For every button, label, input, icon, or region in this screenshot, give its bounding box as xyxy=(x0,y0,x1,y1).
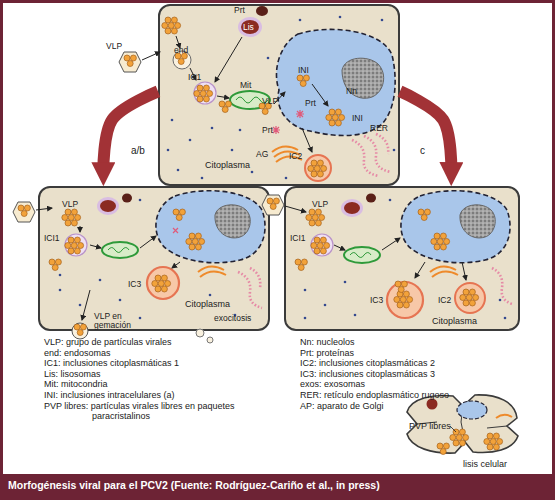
legend-text: AP: aparato de Golgi xyxy=(300,401,384,411)
incoming-vlp xyxy=(119,52,160,72)
legend-text: Mit: mitocondria xyxy=(44,379,108,389)
part-label: IC2 xyxy=(289,152,302,161)
legend-entry: Mit: mitocondria xyxy=(44,379,262,390)
part-label: ICI1 xyxy=(290,234,306,243)
legend-text: exos: exosomas xyxy=(300,379,365,389)
part-label: INI xyxy=(298,66,309,75)
legend-text: PVP libres: partículas virales libres en… xyxy=(44,401,234,422)
part-label: Prt xyxy=(262,126,273,135)
part-label: end xyxy=(174,46,188,55)
part-label: VLP xyxy=(312,200,328,209)
part-label: IC2 xyxy=(438,296,451,305)
legend-entry: AP: aparato de Golgi xyxy=(300,401,518,412)
legend-text: Prt: proteínas xyxy=(300,348,354,358)
part-label: Prt xyxy=(305,99,316,108)
node-label: Citoplasma xyxy=(185,300,230,309)
legend-entry: IC1: inclusiones citoplasmáticas 1 xyxy=(44,358,262,369)
part-label: INI xyxy=(352,114,363,123)
exosomes xyxy=(196,329,213,343)
legend-entry: Prt: proteínas xyxy=(300,348,518,359)
lysed-cell-outline xyxy=(407,395,518,453)
legend-entry: IC2: inclusiones citoplasmáticas 2 xyxy=(300,358,518,369)
incoming-vlp xyxy=(124,55,136,67)
legend-entry: IC3: inclusiones citoplasmáticas 3 xyxy=(300,369,518,380)
legend-entry: Lis: lisosomas xyxy=(44,369,262,380)
node-label: Citoplasma xyxy=(205,161,250,170)
part-label: RER xyxy=(370,124,388,133)
legend-text: IC3: inclusiones citoplasmáticas 3 xyxy=(300,369,435,379)
legend-text: VLP: grupo de partículas virales xyxy=(44,337,172,347)
incoming-vlp xyxy=(119,52,141,72)
legend-entry: RER: retículo endoplasmático rugoso xyxy=(300,390,518,401)
part-label: VLP xyxy=(262,97,278,106)
incoming-vlp xyxy=(13,202,35,222)
legend-text: Lis: lisosomas xyxy=(44,369,101,379)
legend-text: INI: inclusiones intracelulares (a) xyxy=(44,390,175,400)
node-label: PVP libres xyxy=(409,422,451,431)
exosomes xyxy=(207,337,213,343)
legend-text: RER: retículo endoplasmático rugoso xyxy=(300,390,449,400)
part-label: IC3 xyxy=(128,280,141,289)
edge-label: a/b xyxy=(131,146,145,156)
part-label: Nn xyxy=(346,87,357,96)
incoming-vlp xyxy=(18,205,30,217)
lysed-cell: PVP libreslisis celular xyxy=(403,392,521,456)
part-label: VLP xyxy=(62,200,78,209)
cell-panel: Citoplasma xyxy=(158,4,400,186)
legend-entry: end: endosomas xyxy=(44,348,262,359)
legend-entry: PVP libres: partículas virales libres en… xyxy=(44,401,262,422)
part-label: VLP en gemación xyxy=(94,312,136,329)
transition-arrow xyxy=(400,91,451,170)
legend-text: IC2: inclusiones citoplasmáticas 2 xyxy=(300,358,435,368)
caption-band xyxy=(0,474,555,500)
part-label: IC3 xyxy=(370,296,383,305)
part-label: exocitosis xyxy=(214,314,251,323)
part-label: AG xyxy=(256,150,268,159)
legend-text: Nn: nucleolos xyxy=(300,337,355,347)
part-label: IC1 xyxy=(188,73,201,82)
legend-entry: exos: exosomas xyxy=(300,379,518,390)
part-label: VLP xyxy=(106,42,122,51)
legend-entry: INI: inclusiones intracelulares (a) xyxy=(44,390,262,401)
part-label: Prt xyxy=(234,6,245,15)
part-label: Lis xyxy=(243,23,254,32)
legend-text: IC1: inclusiones citoplasmáticas 1 xyxy=(44,358,179,368)
legend-text: end: endosomas xyxy=(44,348,111,358)
figure-caption: Morfogénesis viral para el PCV2 (Fuente:… xyxy=(8,480,380,491)
legend-entry: VLP: grupo de partículas virales xyxy=(44,337,262,348)
node-label: lisis celular xyxy=(463,460,507,469)
transition-arrow xyxy=(103,91,158,170)
part-label: Mit xyxy=(240,81,251,90)
node-label: Citoplasma xyxy=(432,317,477,326)
part-label: ICI1 xyxy=(44,234,60,243)
legend-entry: Nn: nucleolos xyxy=(300,337,518,348)
edge-label: c xyxy=(420,146,425,156)
